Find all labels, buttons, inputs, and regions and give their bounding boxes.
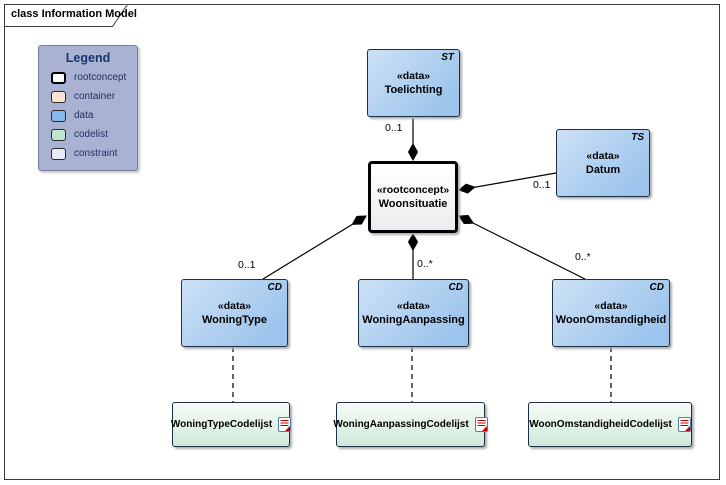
node-name: WoonOmstandigheid (555, 314, 667, 326)
node-woningtypecodelijst[interactable]: WoningTypeCodelijst (170, 402, 292, 447)
node-woningaanpassing[interactable]: CD «data» WoningAanpassing (358, 279, 469, 347)
legend-item-rootconcept: rootconcept (51, 71, 137, 84)
node-stereotype: «rootconcept» (376, 184, 450, 196)
node-stereotype: «data» (586, 150, 620, 162)
frame-title: class Information Model (11, 8, 137, 20)
rootconcept-swatch (51, 71, 66, 84)
composition-woonsituatie-datum[interactable] (459, 172, 557, 190)
node-name: WoningAanpassing (362, 314, 465, 326)
node-woonsituatie[interactable]: «rootconcept» Woonsituatie (368, 161, 458, 233)
composition-woonsituatie-woonomstandigheid[interactable] (459, 216, 586, 280)
datatype-badge: ST (441, 52, 454, 63)
node-woningaanpassingcodelijst[interactable]: WoningAanpassingCodelijst (333, 402, 488, 447)
datatype-badge: CD (267, 282, 282, 293)
node-name: Woonsituatie (378, 198, 448, 210)
legend-title: Legend (65, 51, 111, 65)
document-icon (474, 417, 488, 432)
node-datum[interactable]: TS «data» Datum (556, 129, 650, 197)
node-name: Toelichting (384, 84, 443, 96)
frame-title-tab (4, 4, 128, 27)
node-name: WoningTypeCodelijst (170, 419, 273, 430)
legend-item-constraint: constraint (51, 147, 137, 160)
document-icon (278, 417, 292, 432)
multiplicity-label: 0..1 (385, 122, 403, 134)
node-name: Datum (585, 164, 621, 176)
legend[interactable]: Legend rootconcept container data codeli… (38, 45, 138, 171)
multiplicity-label: 0..* (575, 251, 591, 263)
codelist-swatch (51, 128, 66, 141)
legend-item-data: data (51, 109, 137, 122)
legend-label: container (74, 91, 116, 102)
node-name: WoningAanpassingCodelijst (333, 419, 469, 430)
legend-label: rootconcept (74, 72, 127, 83)
node-name: WoningType (202, 314, 267, 326)
multiplicity-label: 0..1 (533, 179, 551, 191)
node-woonomstandigheid[interactable]: CD «data» WoonOmstandigheid (552, 279, 670, 347)
document-icon (677, 417, 691, 432)
node-stereotype: «data» (396, 70, 431, 82)
node-stereotype: «data» (396, 300, 431, 312)
container-swatch (51, 90, 66, 103)
legend-label: constraint (74, 148, 118, 159)
datatype-badge: CD (448, 282, 463, 293)
node-stereotype: «data» (594, 300, 628, 312)
constraint-swatch (51, 147, 66, 160)
multiplicity-label: 0..* (417, 258, 433, 270)
legend-item-container: container (51, 90, 137, 103)
node-woningtype[interactable]: CD «data» WoningType (181, 279, 288, 347)
datatype-badge: TS (631, 132, 644, 143)
node-woonomstandigheidcodelijst[interactable]: WoonOmstandigheidCodelijst (528, 402, 692, 447)
multiplicity-label: 0..1 (238, 259, 256, 271)
diagram-frame (4, 4, 720, 480)
node-toelichting[interactable]: ST «data» Toelichting (367, 49, 460, 117)
legend-item-codelist: codelist (51, 128, 137, 141)
node-stereotype: «data» (217, 300, 252, 312)
legend-label: data (74, 110, 94, 121)
legend-label: codelist (74, 129, 108, 140)
datatype-badge: CD (649, 282, 664, 293)
data-swatch (51, 109, 66, 122)
node-name: WoonOmstandigheidCodelijst (529, 419, 672, 430)
composition-woonsituatie-woningtype[interactable] (262, 216, 366, 280)
